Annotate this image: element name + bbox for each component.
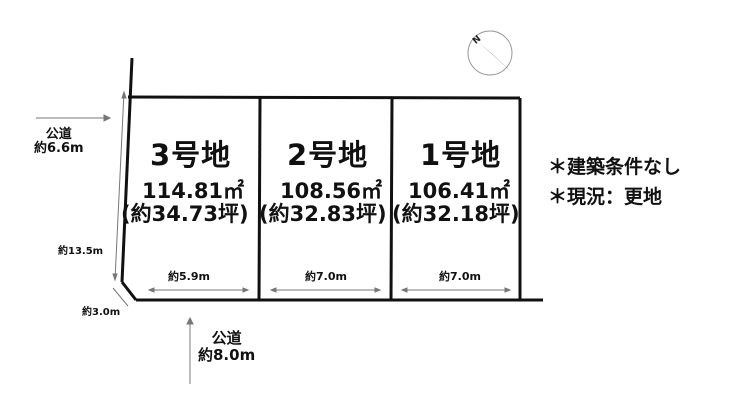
south-road-arrowhead (186, 316, 194, 325)
frontage-arrowhead (504, 287, 512, 293)
west-road-label: 公道 約6.6m (34, 127, 84, 157)
depth-arrow (112, 90, 127, 282)
frontage-arrowhead (400, 287, 408, 293)
west-road-arrowhead (103, 114, 112, 122)
lot-2-frontage: 約7.0m (305, 270, 347, 283)
frontage-arrowhead (374, 287, 382, 293)
compass-circle (467, 30, 513, 76)
corner-dimension: 約3.0m (82, 307, 121, 318)
frontage-arrowhead (269, 287, 277, 293)
lot-3-area: 114.81㎡ (142, 179, 245, 203)
lot-3-title: 3号地 (150, 138, 232, 172)
frontage-arrowhead (242, 287, 250, 293)
north-boundary-line (127, 95, 521, 100)
note-current-vacant-land: ＊現況：更地 (548, 186, 663, 208)
lot-1-title: 1号地 (420, 138, 502, 172)
west-boundary-line (120, 57, 134, 283)
west-road-type: 公道 (45, 127, 72, 142)
lot-1-area: 106.41㎡ (408, 179, 511, 203)
lot-2-area: 108.56㎡ (280, 179, 383, 203)
west-road-width: 約6.6m (34, 141, 84, 157)
frontage-arrows (147, 287, 512, 293)
south-road-label: 公道 約8.0m (198, 330, 255, 363)
corner-arrow-line (112, 287, 129, 307)
lot-2-tsubo: (約32.83坪) (259, 202, 387, 226)
divider-lot2-lot1 (389, 97, 394, 301)
south-road-type: 公道 (211, 329, 242, 347)
south-road-width: 約8.0m (198, 345, 256, 364)
lot-3-frontage: 約5.9m (168, 270, 210, 283)
compass-needle (476, 40, 512, 72)
road-arrows (36, 114, 194, 384)
corner-cut-line (120, 281, 138, 301)
compass-icon: N (467, 30, 513, 76)
lot-3-tsubo: (約34.73坪) (121, 202, 249, 226)
corner-arrow (112, 287, 129, 307)
frontage-arrowhead (147, 287, 155, 293)
depth-arrow-line (114, 91, 125, 281)
lot-2-title: 2号地 (287, 138, 369, 172)
depth-dimension: 約13.5m (58, 246, 104, 257)
divider-lot3-lot2 (257, 97, 262, 301)
depth-arrowhead (112, 273, 118, 282)
depth-arrowhead (121, 90, 127, 99)
lot-1-tsubo: (約32.18坪) (392, 202, 520, 226)
note-no-building-condition: ＊建築条件なし (548, 156, 682, 178)
lot-1-frontage: 約7.0m (439, 270, 481, 283)
